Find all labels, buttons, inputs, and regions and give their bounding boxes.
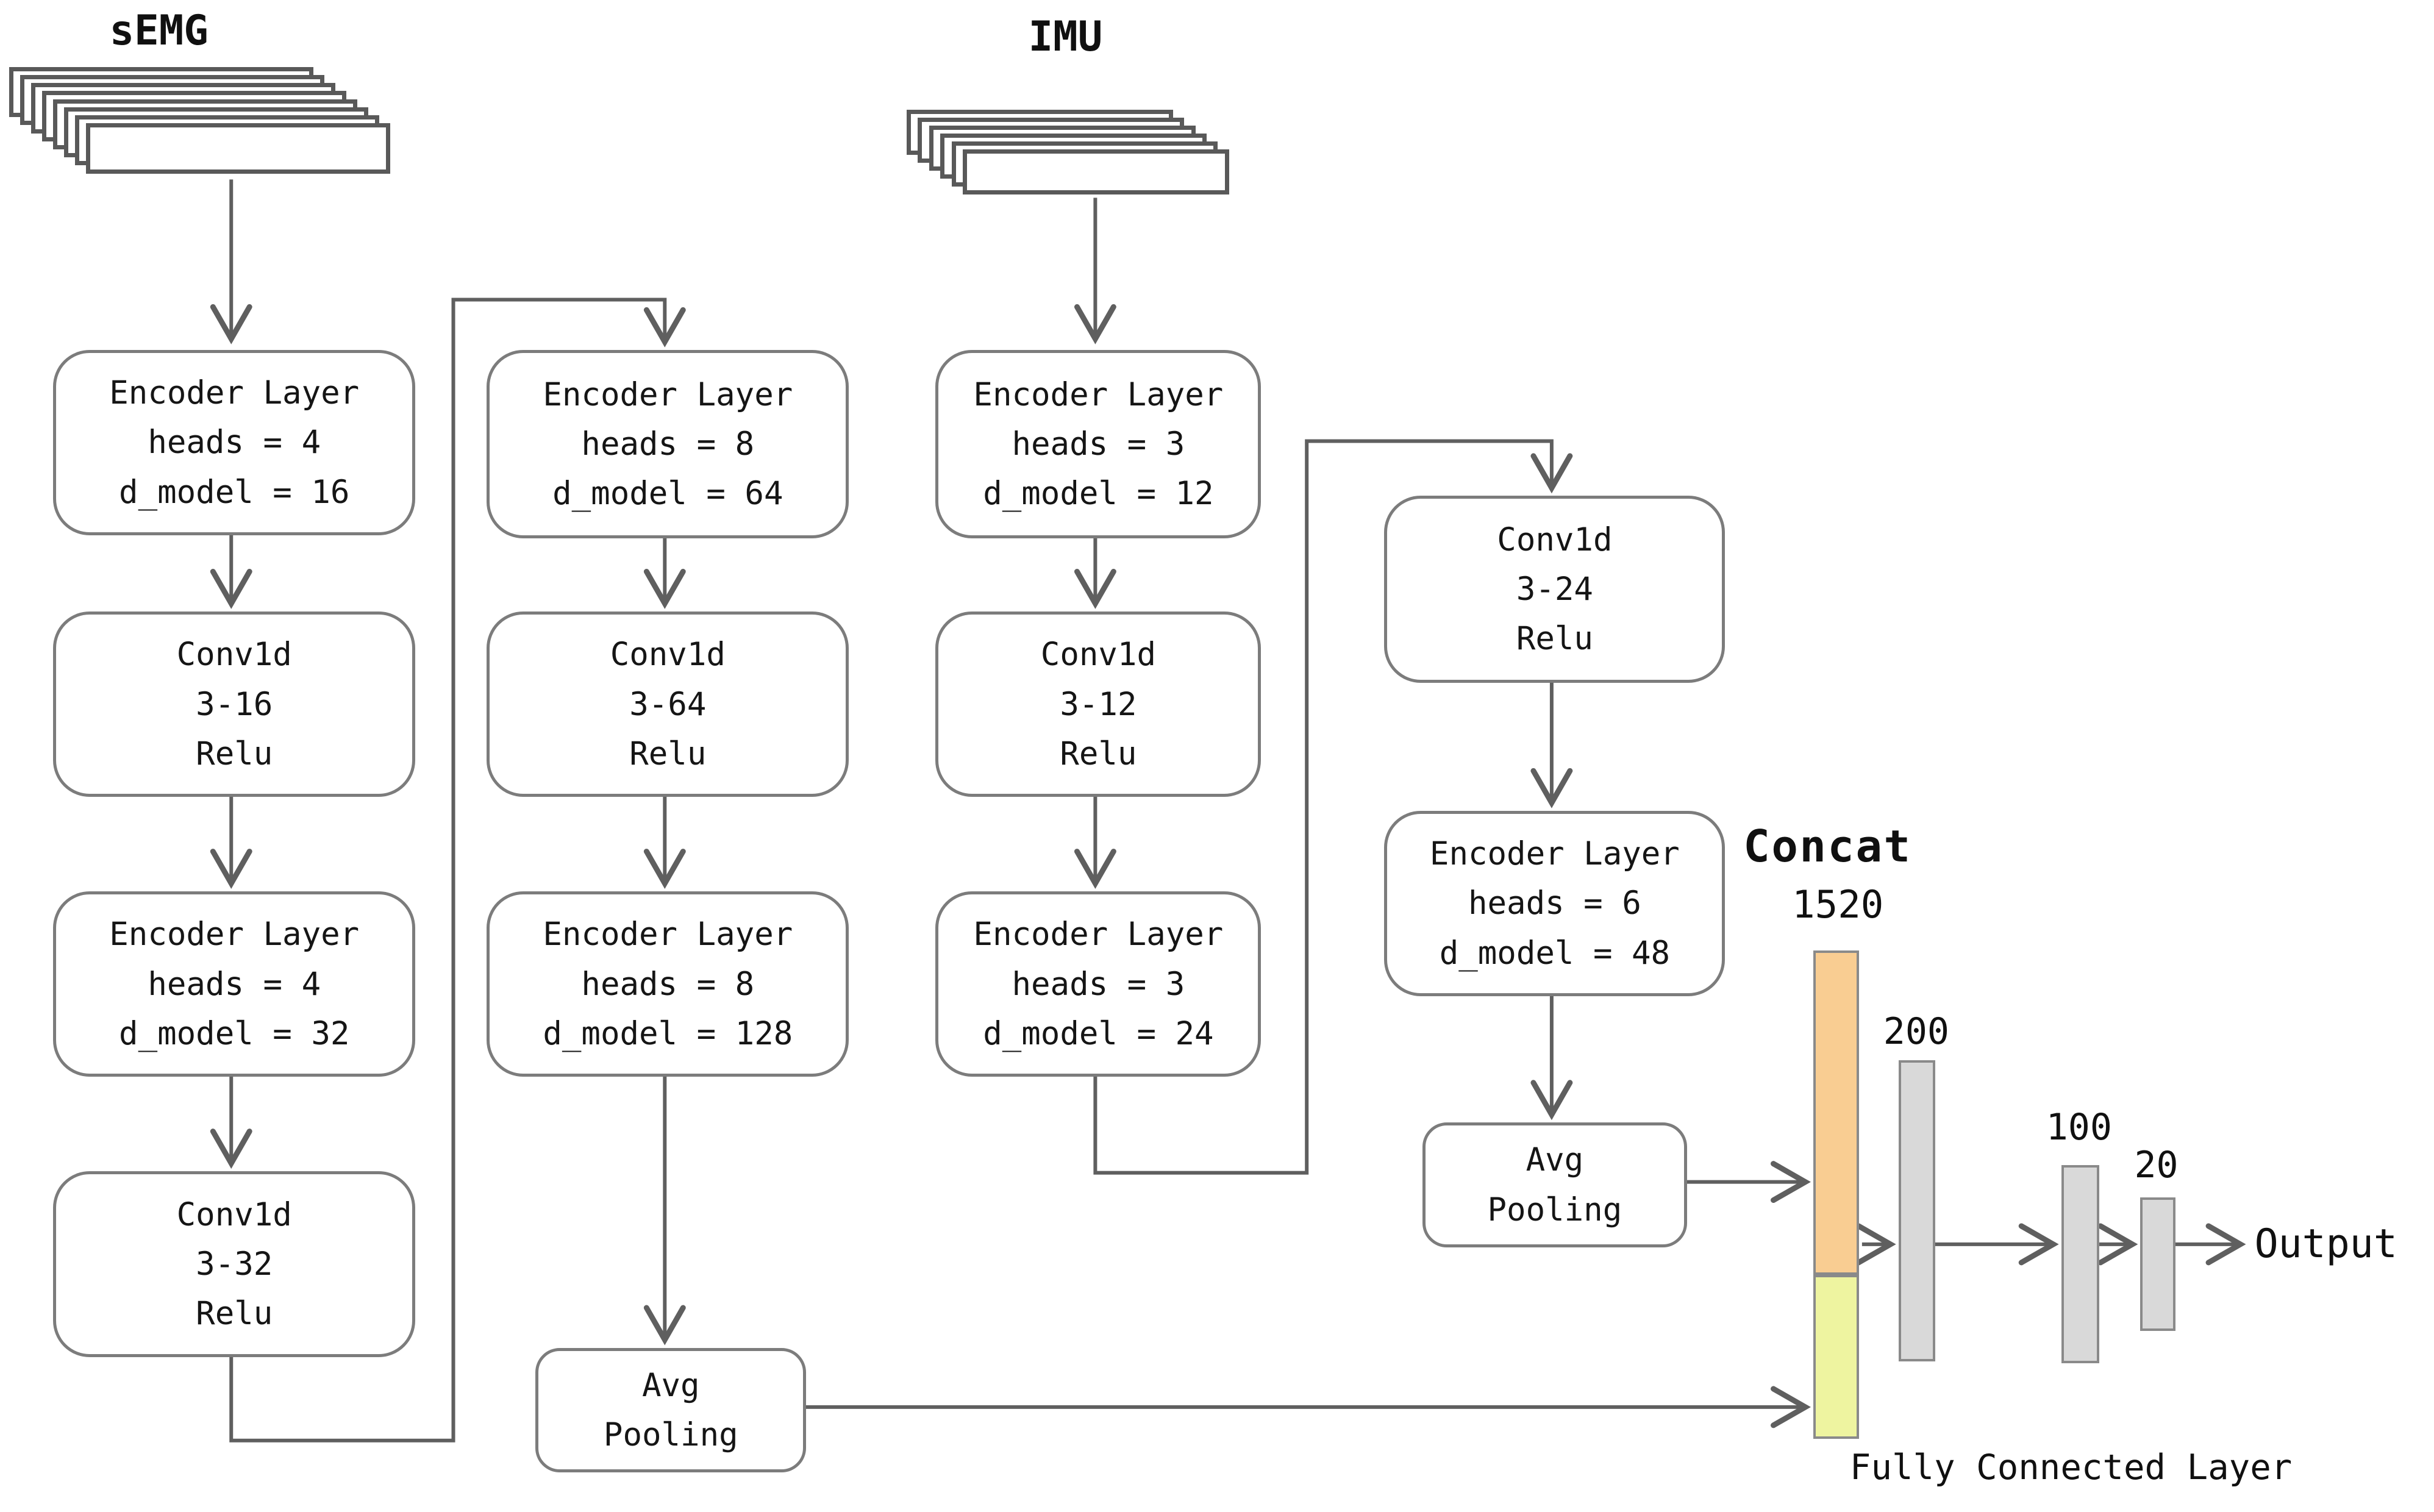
box-line: Conv1d	[176, 1196, 292, 1233]
box-line: d_model = 32	[119, 1015, 350, 1052]
box-line: Encoder Layer	[1429, 835, 1680, 873]
box-line: Encoder Layer	[543, 376, 793, 413]
box-line: Encoder Layer	[109, 374, 360, 412]
semg-conv1d-3: Conv1d 3-64 Relu	[487, 611, 849, 797]
box-line: Conv1d	[1497, 521, 1613, 558]
box-line: Relu	[1516, 620, 1593, 658]
imu-avg-pooling: Avg Pooling	[1422, 1122, 1687, 1247]
imu-input-label: IMU	[1028, 12, 1103, 60]
semg-encoder-layer-1: Encoder Layer heads = 4 d_model = 16	[53, 349, 416, 536]
imu-encoder-layer-3: Encoder Layer heads = 6 d_model = 48	[1384, 810, 1726, 997]
box-line: Conv1d	[1040, 636, 1156, 674]
box-line: Conv1d	[176, 636, 292, 674]
semg-encoder-layer-4: Encoder Layer heads = 8 d_model = 128	[487, 891, 849, 1077]
box-line: Relu	[196, 1294, 273, 1332]
concat-title: Concat	[1743, 821, 1912, 873]
semg-encoder-layer-2: Encoder Layer heads = 4 d_model = 32	[53, 891, 416, 1077]
semg-conv1d-1: Conv1d 3-16 Relu	[53, 611, 416, 797]
box-line: d_model = 48	[1439, 934, 1671, 972]
box-line: heads = 3	[1012, 425, 1185, 463]
box-line: 3-16	[196, 685, 273, 723]
concat-size-label: 1520	[1792, 882, 1884, 927]
imu-encoder-layer-2: Encoder Layer heads = 3 d_model = 24	[935, 891, 1262, 1077]
box-line: Relu	[629, 735, 707, 772]
box-line: heads = 4	[148, 965, 321, 1003]
box-line: Avg	[641, 1366, 700, 1404]
box-line: heads = 3	[1012, 965, 1185, 1003]
fc100-bar	[2061, 1165, 2100, 1363]
semg-stack-sheet	[85, 123, 390, 174]
box-line: 3-64	[629, 685, 707, 723]
imu-conv1d-1: Conv1d 3-12 Relu	[935, 611, 1262, 797]
fully-connected-caption: Fully Connected Layer	[1849, 1446, 2293, 1488]
box-line: Encoder Layer	[543, 916, 793, 954]
box-line: 3-32	[196, 1245, 273, 1283]
box-line: heads = 6	[1468, 885, 1641, 922]
fc200-size-label: 200	[1883, 1010, 1949, 1053]
fc20-bar	[2140, 1197, 2175, 1332]
semg-encoder-layer-3: Encoder Layer heads = 8 d_model = 64	[487, 349, 849, 539]
imu-stack-sheet	[963, 149, 1229, 195]
box-line: Relu	[196, 735, 273, 772]
imu-encoder-layer-1: Encoder Layer heads = 3 d_model = 12	[935, 349, 1262, 539]
box-line: Encoder Layer	[973, 916, 1224, 954]
elbow-imu-enc2-to-conv2	[1093, 439, 1573, 1175]
box-line: Pooling	[603, 1416, 738, 1453]
box-line: Encoder Layer	[973, 376, 1224, 413]
box-line: Relu	[1060, 735, 1137, 772]
output-label: Output	[2254, 1221, 2397, 1268]
box-line: Avg	[1526, 1141, 1584, 1179]
box-line: heads = 8	[581, 965, 755, 1003]
fc200-bar	[1898, 1060, 1935, 1361]
box-line: Conv1d	[610, 636, 726, 674]
box-line: 3-12	[1060, 685, 1137, 723]
box-line: Encoder Layer	[109, 916, 360, 954]
box-line: heads = 4	[148, 424, 321, 462]
concat-bar-semg-segment	[1813, 950, 1859, 1275]
box-line: 3-24	[1516, 571, 1593, 608]
box-line: d_model = 12	[983, 475, 1214, 513]
semg-conv1d-2: Conv1d 3-32 Relu	[53, 1171, 416, 1357]
semg-avg-pooling: Avg Pooling	[535, 1347, 807, 1473]
box-line: d_model = 24	[983, 1015, 1214, 1052]
fc100-size-label: 100	[2046, 1105, 2112, 1149]
elbow-conv2-to-enc3	[229, 298, 686, 1442]
box-line: Pooling	[1487, 1191, 1622, 1228]
concat-bar-imu-segment	[1813, 1274, 1859, 1439]
fc20-size-label: 20	[2134, 1144, 2179, 1187]
box-line: heads = 8	[581, 425, 755, 463]
imu-conv1d-2: Conv1d 3-24 Relu	[1384, 496, 1726, 683]
box-line: d_model = 64	[552, 475, 783, 513]
box-line: d_model = 16	[119, 473, 350, 511]
box-line: d_model = 128	[543, 1015, 793, 1052]
semg-input-label: sEMG	[109, 5, 209, 54]
